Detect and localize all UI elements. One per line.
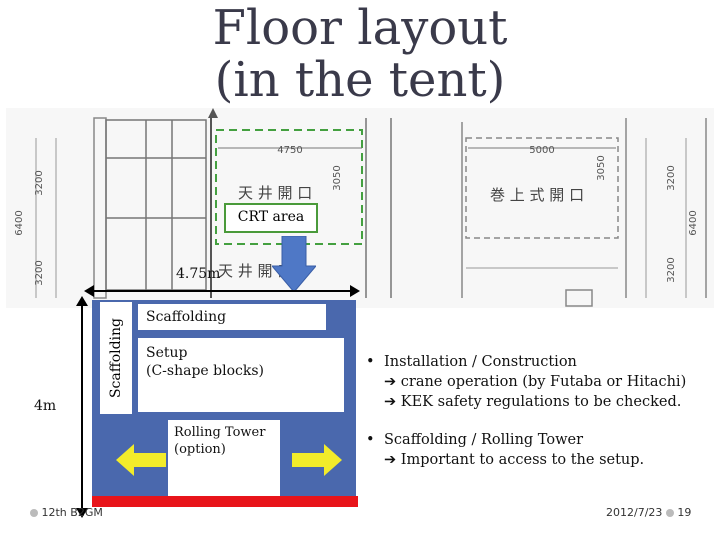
- dim-w1: 4750: [277, 145, 302, 156]
- page-number: 19: [677, 506, 692, 519]
- rolling-tower-sublabel: (option): [174, 442, 226, 457]
- down-arrow-icon: [272, 236, 316, 292]
- sub-kek: ➔ KEK safety regulations to be checked.: [384, 394, 682, 410]
- width-dimension-arrow: [84, 285, 360, 297]
- rolling-tower-label: Rolling Tower: [174, 425, 266, 440]
- scaffolding-top-box: Scaffolding: [138, 304, 326, 330]
- right-arrow-icon: [292, 444, 342, 476]
- kanji-label-1: 天 井 開 口: [238, 184, 312, 202]
- dim-r2: 6400: [688, 210, 699, 235]
- dim-l2: 6400: [14, 210, 25, 235]
- sub-access: ➔ Important to access to the setup.: [384, 452, 645, 468]
- rolling-tower-box: Rolling Tower (option): [168, 420, 280, 500]
- scaffolding-side-box: Scaffolding: [100, 302, 132, 414]
- footer-right: 2012/7/23 19: [606, 506, 691, 519]
- setup-label: Setup: [146, 345, 188, 361]
- setup-sublabel: (C-shape blocks): [146, 363, 264, 379]
- bullet-installation: Installation / Construction: [362, 352, 718, 372]
- notes-list: Installation / Construction ➔ crane oper…: [362, 352, 718, 470]
- red-bar: [92, 496, 358, 507]
- depth-label: 4m: [34, 398, 57, 414]
- depth-dimension-arrow: [76, 296, 88, 518]
- dim-r1: 3200: [666, 165, 677, 190]
- title-line-1: Floor layout: [212, 0, 508, 56]
- setup-box: Setup (C-shape blocks): [138, 338, 344, 412]
- crt-area-box: CRT area: [224, 203, 318, 233]
- footer-event: 12th B2GM: [41, 506, 103, 519]
- kanji-label-2: 巻 上 式 開 口: [490, 186, 584, 204]
- footer-dot-right-icon: [665, 509, 674, 517]
- dim-w2: 5000: [529, 145, 554, 156]
- dim-l3: 3200: [34, 260, 45, 285]
- scaffolding-side-label: Scaffolding: [108, 317, 124, 399]
- footer-left: 12th B2GM: [30, 506, 103, 519]
- bullet-scaffolding: Scaffolding / Rolling Tower: [362, 430, 718, 450]
- page-title: Floor layout (in the tent): [0, 2, 720, 106]
- dim-l1: 3200: [34, 170, 45, 195]
- scaffolding-top-label: Scaffolding: [146, 309, 227, 325]
- width-label: 4.75m: [176, 266, 221, 282]
- dim-h2: 3050: [596, 155, 607, 180]
- dim-r3: 3200: [666, 257, 677, 282]
- left-arrow-icon: [116, 444, 166, 476]
- sub-crane: ➔ crane operation (by Futaba or Hitachi): [384, 374, 687, 390]
- floor-plan-drawing: 4750 5000 3050 3050 3200 6400 3200 3200 …: [6, 108, 714, 308]
- footer-date: 2012/7/23: [606, 506, 663, 519]
- footer-dot-left-icon: [30, 509, 38, 517]
- dim-h1: 3050: [332, 165, 343, 190]
- title-line-2: (in the tent): [214, 52, 506, 108]
